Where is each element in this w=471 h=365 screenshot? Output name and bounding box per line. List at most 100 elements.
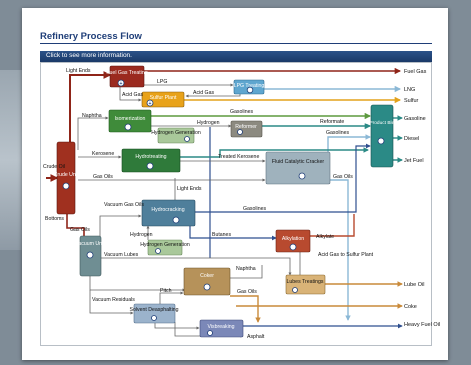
unit-reformer[interactable]: Reformer: [230, 120, 263, 138]
hydrocracking-label: Hydrocracking: [151, 207, 184, 213]
info-plus-icon[interactable]: [298, 172, 306, 180]
info-text: Click to see more information.: [46, 52, 132, 59]
stream-hydrogen-2: Hydrogen: [130, 232, 153, 238]
stream-naphtha: Naphtha: [82, 113, 102, 119]
stream-acid-gas-to-sulfur: Acid Gas to Sulfur Plant: [318, 252, 374, 258]
stream-gasolines-1: Gasolines: [230, 109, 253, 115]
line-gas-oils-2: [330, 179, 351, 321]
hydrogen-generation-1-label: Hydrogen Generation: [151, 130, 201, 136]
line-pitch: [159, 291, 184, 305]
stream-hydrogen-1: Hydrogen: [197, 120, 220, 126]
output-jet-fuel: Jet Fuel: [404, 158, 424, 164]
stream-light-ends: Light Ends: [66, 68, 91, 74]
stream-vacuum-gas-oils: Vacuum Gas Oils: [104, 202, 144, 208]
line-acid-gas-1: [119, 84, 142, 102]
output-gasoline: Gasoline: [404, 116, 426, 122]
info-plus-icon[interactable]: [117, 79, 125, 87]
stream-pitch: Pitch: [160, 288, 172, 294]
line-diesel: [180, 147, 369, 158]
stream-lpg: LPG: [157, 79, 167, 85]
line-to-visbreaking: [154, 322, 200, 330]
info-plus-icon[interactable]: [146, 162, 154, 170]
background-strip: [0, 70, 22, 250]
info-plus-icon[interactable]: [184, 136, 190, 142]
info-plus-icon[interactable]: [146, 99, 154, 107]
output-diesel: Diesel: [404, 136, 419, 142]
blending-label: Gas/ Product Blending: [358, 120, 406, 126]
line-gasolines-3: [195, 143, 371, 213]
svg-text:+: +: [120, 81, 123, 87]
output-coke: Coke: [404, 304, 417, 310]
unit-vacuum-unit[interactable]: Vacuum Unit: [75, 235, 105, 277]
unit-hydrogen-generation-2[interactable]: Hydrogen Generation: [140, 239, 190, 256]
solvent-deasphalting-label: Solvent Deasphalting: [129, 307, 178, 313]
unit-fuel-gas-treating[interactable]: Fuel Gas Treating +: [106, 65, 148, 88]
alkylation-label: Alkylation: [282, 236, 304, 242]
unit-sulfur-plant[interactable]: Sulfur Plant +: [141, 91, 185, 108]
unit-hydrocracking[interactable]: Hydrocracking: [141, 199, 196, 227]
visbreaking-label: Visbreaking: [207, 324, 234, 330]
stream-vacuum-residuals: Vacuum Residuals: [92, 297, 135, 303]
unit-lubes-treatings[interactable]: Lubes Treatings: [285, 274, 326, 295]
unit-hydrotreating[interactable]: Hydrotreating: [121, 148, 181, 173]
stream-acid-gas-2: Acid Gas: [193, 90, 214, 96]
line-bottoms: [66, 213, 85, 236]
info-plus-icon[interactable]: [203, 283, 211, 291]
stream-vacuum-lubes: Vacuum Lubes: [104, 252, 139, 258]
stream-naphtha-2: Naphtha: [236, 266, 256, 272]
stream-gas-oils-1: Gas Oils: [93, 174, 113, 180]
unit-fluid-catalytic-cracker[interactable]: Fluid Catalytic Cracker: [265, 151, 331, 185]
line-alkylate: [310, 214, 355, 237]
unit-isomerization[interactable]: Isomerization: [108, 109, 152, 133]
info-plus-icon[interactable]: [377, 137, 385, 145]
stream-alkylate: Alkylate: [316, 234, 334, 240]
stream-treated-kerosene: Treated Kerosene: [218, 154, 259, 160]
info-plus-icon[interactable]: [86, 251, 94, 259]
stream-asphalt: Asphalt: [247, 334, 265, 340]
unit-alkylation[interactable]: Alkylation: [275, 229, 311, 253]
output-heavy-fuel-oil: Heavy Fuel Oil: [404, 322, 440, 328]
stream-gas-oils-2: Gas Oils: [333, 174, 353, 180]
unit-solvent-deasphalting[interactable]: Solvent Deasphalting: [129, 303, 179, 324]
line-gasolines-2: [327, 134, 371, 160]
line-gas-oils-4: [230, 295, 261, 323]
output-sulfur: Sulfur: [404, 98, 419, 104]
line-vacuum-residuals: [89, 290, 134, 315]
hydrotreating-label: Hydrotreating: [135, 154, 166, 160]
stream-acid-gas-1: Acid Gas: [122, 92, 143, 98]
info-plus-icon[interactable]: [246, 86, 254, 94]
line-light-ends: [69, 71, 112, 142]
lpg-treating-label: LPG Treating: [234, 83, 265, 89]
info-plus-icon[interactable]: [62, 182, 70, 190]
unit-lpg-treating[interactable]: LPG Treating: [233, 79, 265, 95]
title-rule: [40, 43, 432, 44]
info-plus-icon[interactable]: [289, 243, 297, 251]
stream-bottoms: Bottoms: [45, 216, 64, 222]
info-bar[interactable]: Click to see more information.: [40, 51, 432, 62]
info-plus-icon[interactable]: [172, 216, 180, 224]
isomerization-label: Isomerization: [115, 116, 146, 122]
stream-gas-oils-4: Gas Oils: [237, 289, 257, 295]
stream-gasolines-2: Gasolines: [326, 130, 349, 136]
info-plus-icon[interactable]: [292, 287, 298, 293]
unit-visbreaking[interactable]: Visbreaking: [199, 319, 244, 338]
output-fuel-gas: Fuel Gas: [404, 69, 427, 75]
unit-coker[interactable]: Coker: [183, 267, 231, 296]
coker-label: Coker: [200, 273, 214, 279]
unit-hydrogen-generation-1[interactable]: Hydrogen Generation: [151, 127, 201, 144]
unit-crude-unit[interactable]: Crude Unit: [54, 141, 79, 215]
vacuum-unit-label: Vacuum Unit: [75, 241, 105, 247]
sulfur-plant-label: Sulfur Plant: [150, 95, 177, 101]
line-vacuum-lubes: [101, 257, 292, 276]
info-plus-icon[interactable]: [151, 315, 157, 321]
unit-gas-product-blending[interactable]: Gas/ Product Blending: [358, 104, 406, 168]
stream-light-ends-2: Light Ends: [177, 186, 202, 192]
info-plus-icon[interactable]: [237, 129, 243, 135]
info-plus-icon[interactable]: [207, 330, 213, 336]
hydrogen-generation-2-label: Hydrogen Generation: [140, 242, 190, 248]
stream-butanes: Butanes: [212, 232, 231, 238]
info-plus-icon[interactable]: [155, 248, 161, 254]
line-naphtha: [77, 116, 109, 150]
info-plus-icon[interactable]: [124, 123, 132, 131]
